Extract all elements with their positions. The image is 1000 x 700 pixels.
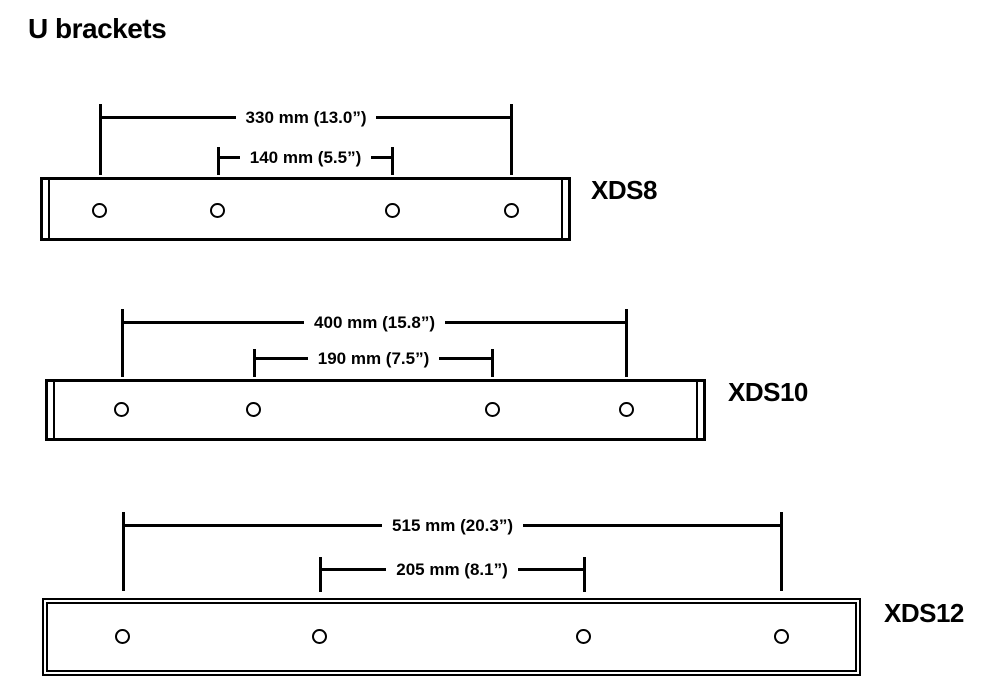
dimension-tick bbox=[99, 104, 102, 175]
dimension-tick bbox=[391, 147, 394, 175]
bracket-body-xds12 bbox=[42, 598, 861, 676]
dimension-tick bbox=[510, 104, 513, 175]
bracket-endcap-line bbox=[561, 180, 563, 238]
dimension-line-segment bbox=[100, 115, 236, 119]
page-title: U brackets bbox=[28, 13, 167, 44]
inner-dimension-label: 205 mm (8.1”) bbox=[396, 559, 508, 579]
mounting-hole bbox=[504, 203, 519, 218]
inner-dimension-xds10: 190 mm (7.5”) bbox=[254, 349, 493, 367]
mounting-hole bbox=[114, 402, 129, 417]
dimension-tick bbox=[780, 512, 783, 591]
inner-dimension-xds12: 205 mm (8.1”) bbox=[320, 560, 584, 578]
dimension-line-segment bbox=[218, 155, 240, 159]
outer-dimension-xds8: 330 mm (13.0”) bbox=[100, 107, 513, 127]
mounting-hole bbox=[115, 629, 130, 644]
mounting-hole bbox=[485, 402, 500, 417]
dimension-line-segment bbox=[376, 115, 513, 119]
inner-dimension-label: 140 mm (5.5”) bbox=[249, 147, 362, 167]
mounting-hole bbox=[774, 629, 789, 644]
dimension-tick bbox=[122, 512, 125, 591]
outer-dimension-label: 400 mm (15.8”) bbox=[314, 312, 435, 332]
bracket-body-xds8 bbox=[40, 177, 571, 241]
dimension-line-segment bbox=[439, 356, 493, 360]
dimension-line-segment bbox=[522, 523, 783, 527]
dimension-tick bbox=[121, 309, 124, 377]
bracket-endcap-line bbox=[53, 382, 55, 438]
bracket-inner-frame bbox=[46, 602, 857, 672]
bracket-endcap-line bbox=[696, 382, 698, 438]
dimension-line-segment bbox=[123, 523, 383, 527]
outer-dimension-xds10: 400 mm (15.8”) bbox=[122, 312, 628, 332]
bracket-body-xds10 bbox=[45, 379, 706, 441]
dimension-line-segment bbox=[254, 356, 308, 360]
dimension-line-segment bbox=[444, 320, 628, 324]
bracket-endcap-line bbox=[48, 180, 50, 238]
dimension-line-segment bbox=[517, 567, 584, 571]
dimension-line-segment bbox=[371, 155, 393, 159]
dimension-line-segment bbox=[122, 320, 305, 324]
mounting-hole bbox=[619, 402, 634, 417]
dimension-tick bbox=[583, 557, 586, 592]
mounting-hole bbox=[385, 203, 400, 218]
outer-dimension-label: 515 mm (20.3”) bbox=[392, 515, 513, 535]
dimension-tick bbox=[253, 349, 256, 377]
model-label-xds10: XDS10 bbox=[728, 377, 808, 407]
outer-dimension-xds12: 515 mm (20.3”) bbox=[123, 515, 783, 535]
dimension-tick bbox=[491, 349, 494, 377]
mounting-hole bbox=[576, 629, 591, 644]
inner-dimension-label: 190 mm (7.5”) bbox=[317, 348, 430, 368]
outer-dimension-label: 330 mm (13.0”) bbox=[245, 107, 367, 127]
dimension-tick bbox=[625, 309, 628, 377]
dimension-tick bbox=[319, 557, 322, 592]
mounting-hole bbox=[210, 203, 225, 218]
model-label-xds12: XDS12 bbox=[884, 598, 964, 628]
dimension-line-segment bbox=[320, 567, 387, 571]
mounting-hole bbox=[246, 402, 261, 417]
mounting-hole bbox=[92, 203, 107, 218]
inner-dimension-xds8: 140 mm (5.5”) bbox=[218, 148, 393, 166]
dimension-tick bbox=[217, 147, 220, 175]
mounting-hole bbox=[312, 629, 327, 644]
model-label-xds8: XDS8 bbox=[591, 175, 657, 205]
